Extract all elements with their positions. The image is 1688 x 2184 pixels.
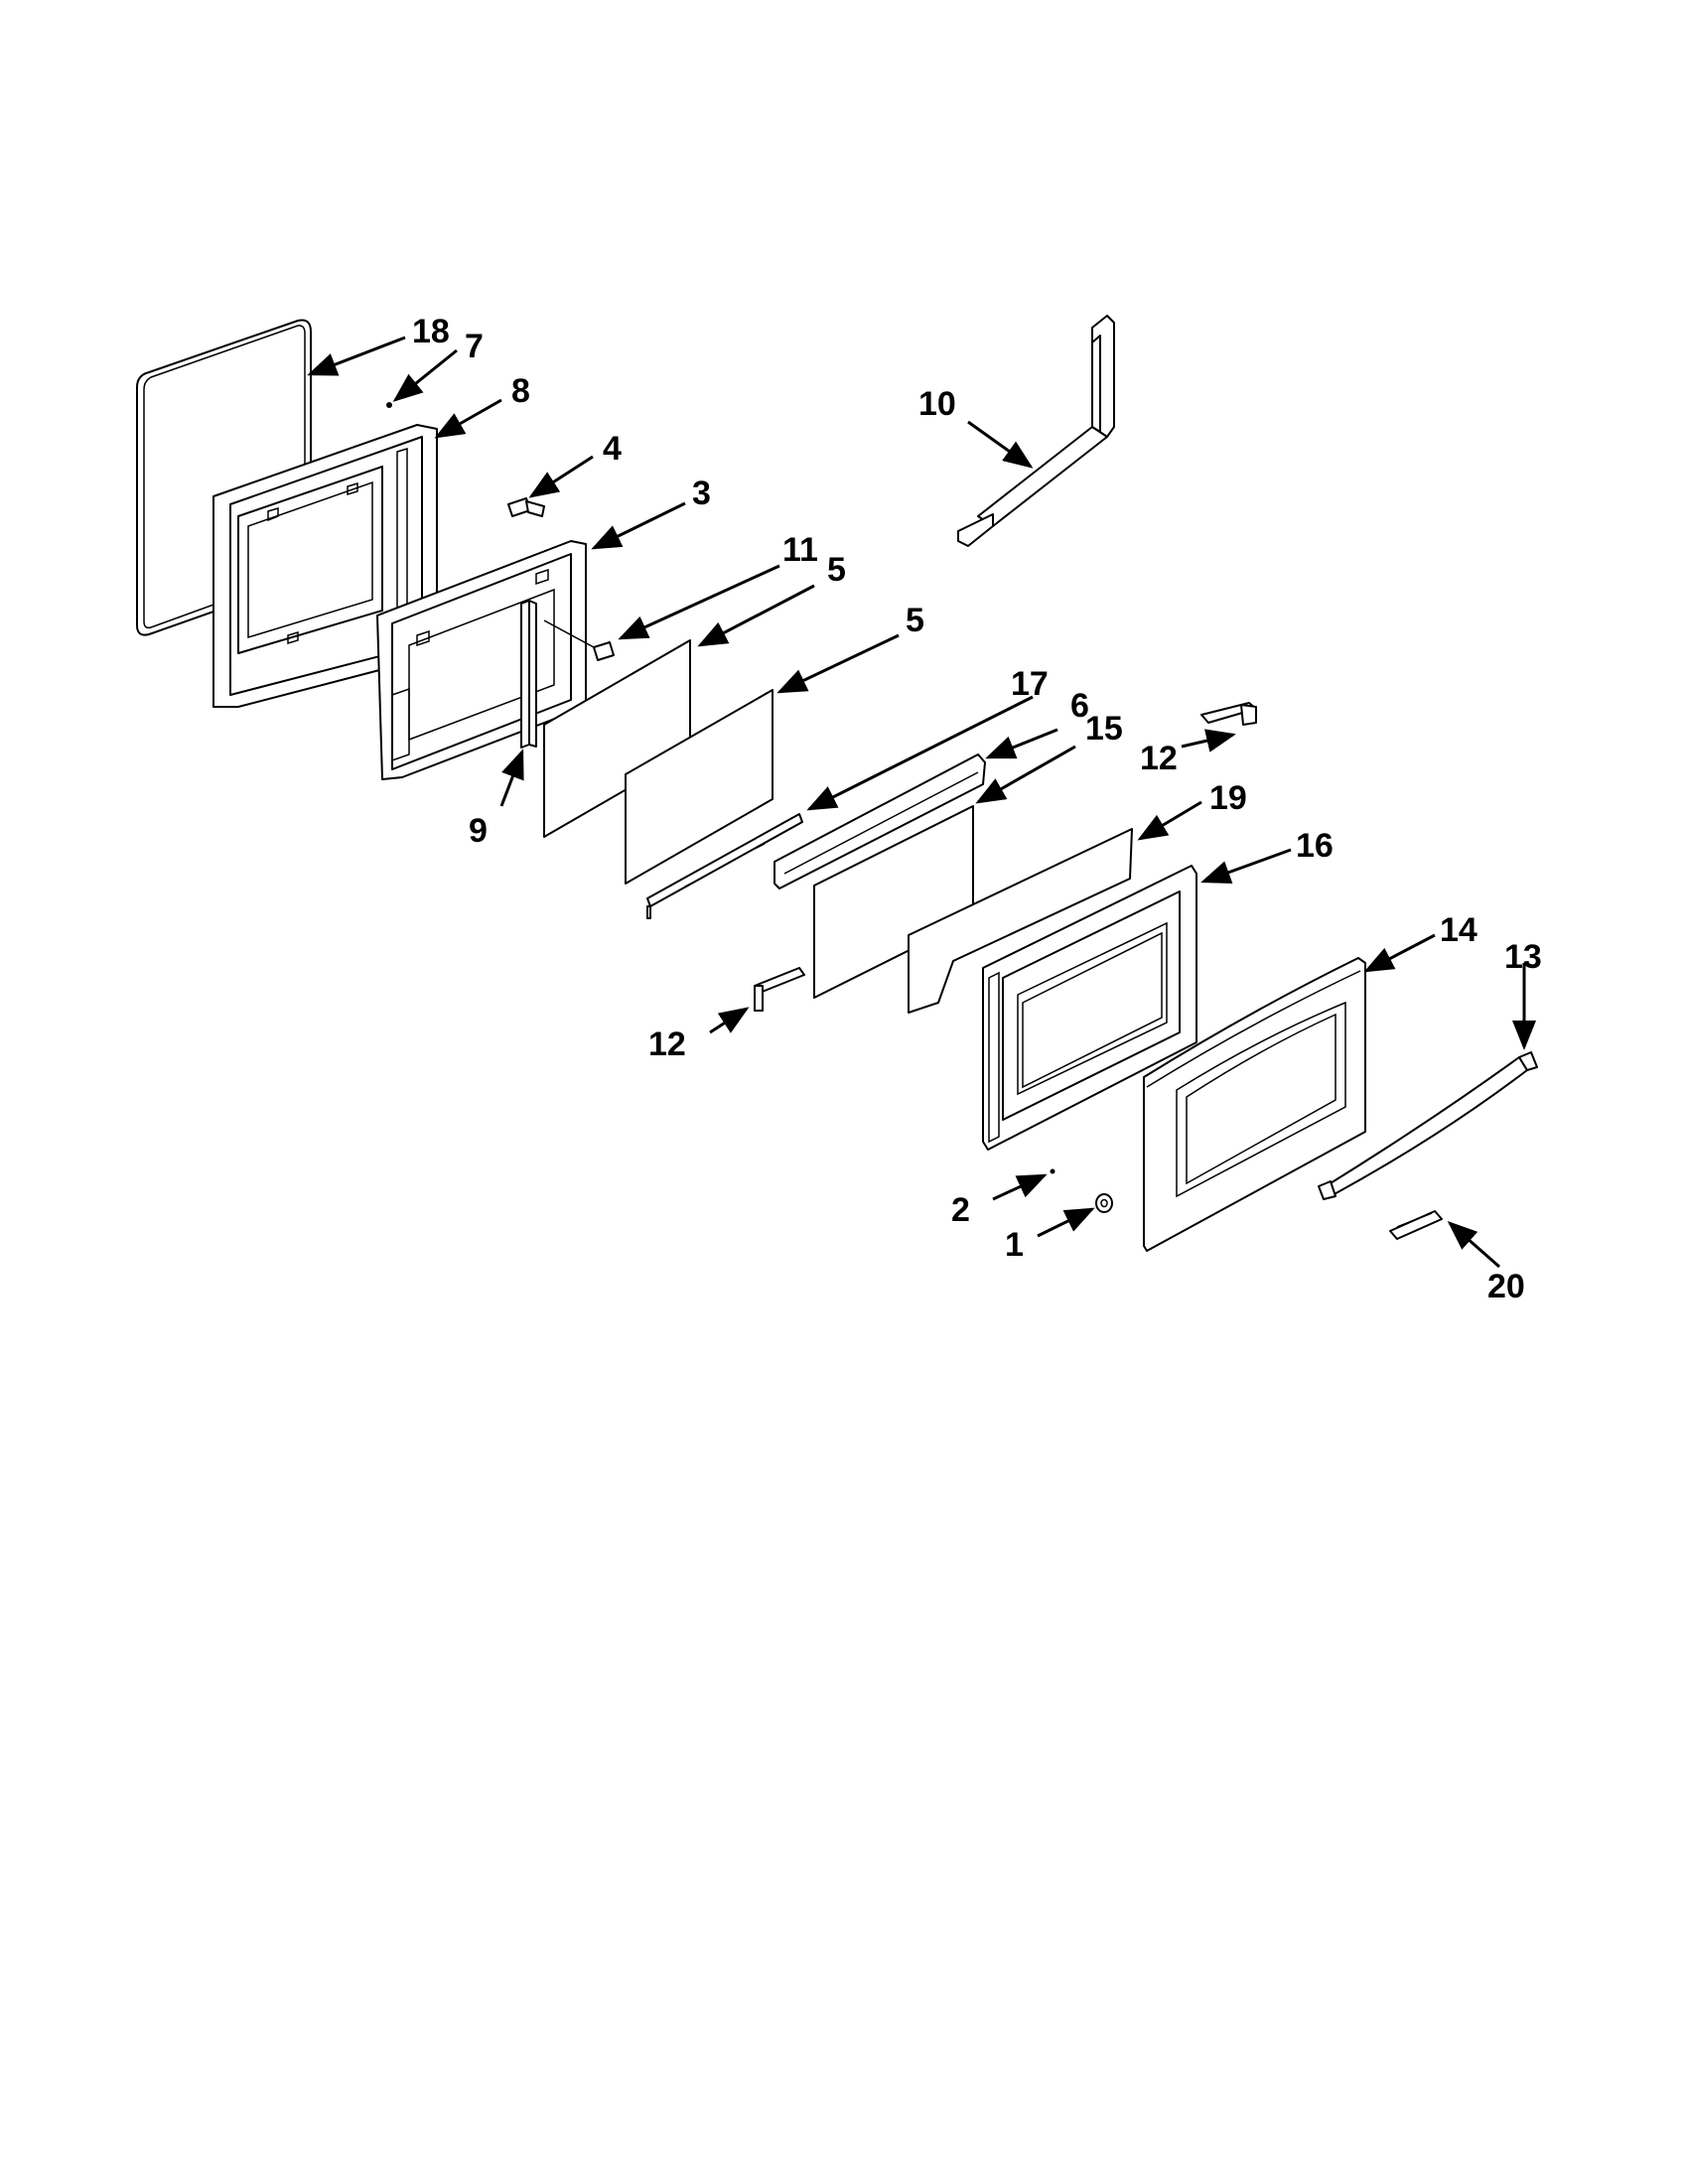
callout-labels: 18 7 8 4 3 11 5 5 9 10 17 6 15 12 19 16 … xyxy=(412,313,1542,1305)
callout-3: 3 xyxy=(692,475,711,512)
callout-1: 1 xyxy=(1005,1226,1024,1264)
part-19-insulation xyxy=(908,828,1133,1014)
part-9-bracket xyxy=(520,600,537,749)
callout-5-a: 5 xyxy=(827,551,846,589)
callout-10: 10 xyxy=(918,385,956,423)
part-20-badge xyxy=(1389,1210,1443,1240)
callout-2: 2 xyxy=(951,1191,970,1229)
callout-7: 7 xyxy=(465,328,484,365)
callout-11: 11 xyxy=(782,531,818,569)
callout-20: 20 xyxy=(1487,1268,1525,1305)
part-16-door-frame xyxy=(982,865,1197,1151)
part-7-pin xyxy=(386,402,392,408)
callout-12-top: 12 xyxy=(1140,740,1178,777)
callout-13: 13 xyxy=(1504,938,1542,976)
callout-17: 17 xyxy=(1011,665,1049,703)
part-11-screw xyxy=(543,619,615,661)
part-4-screw xyxy=(507,497,545,517)
callout-8: 8 xyxy=(511,372,530,410)
part-12-clip-bottom xyxy=(754,967,805,1012)
callout-18: 18 xyxy=(412,313,450,350)
callout-9: 9 xyxy=(469,812,488,850)
part-1-nut xyxy=(1095,1193,1113,1213)
callout-12-bottom: 12 xyxy=(648,1025,686,1063)
callout-19: 19 xyxy=(1209,779,1247,817)
callout-6: 6 xyxy=(1070,687,1089,725)
part-5-glass-b xyxy=(625,689,774,885)
part-14-outer-door xyxy=(1143,957,1366,1252)
callout-15: 15 xyxy=(1085,710,1123,748)
part-2-pin xyxy=(1050,1168,1055,1174)
callout-5-b: 5 xyxy=(906,602,924,639)
part-10-vent-duct xyxy=(957,315,1115,547)
part-13-handle xyxy=(1318,1051,1538,1200)
callout-16: 16 xyxy=(1296,827,1334,865)
part-17-strip xyxy=(646,813,803,919)
callout-14: 14 xyxy=(1440,911,1477,949)
callout-4: 4 xyxy=(603,430,622,468)
leader-lines xyxy=(307,336,1536,1269)
part-12-clip-top xyxy=(1200,702,1257,726)
